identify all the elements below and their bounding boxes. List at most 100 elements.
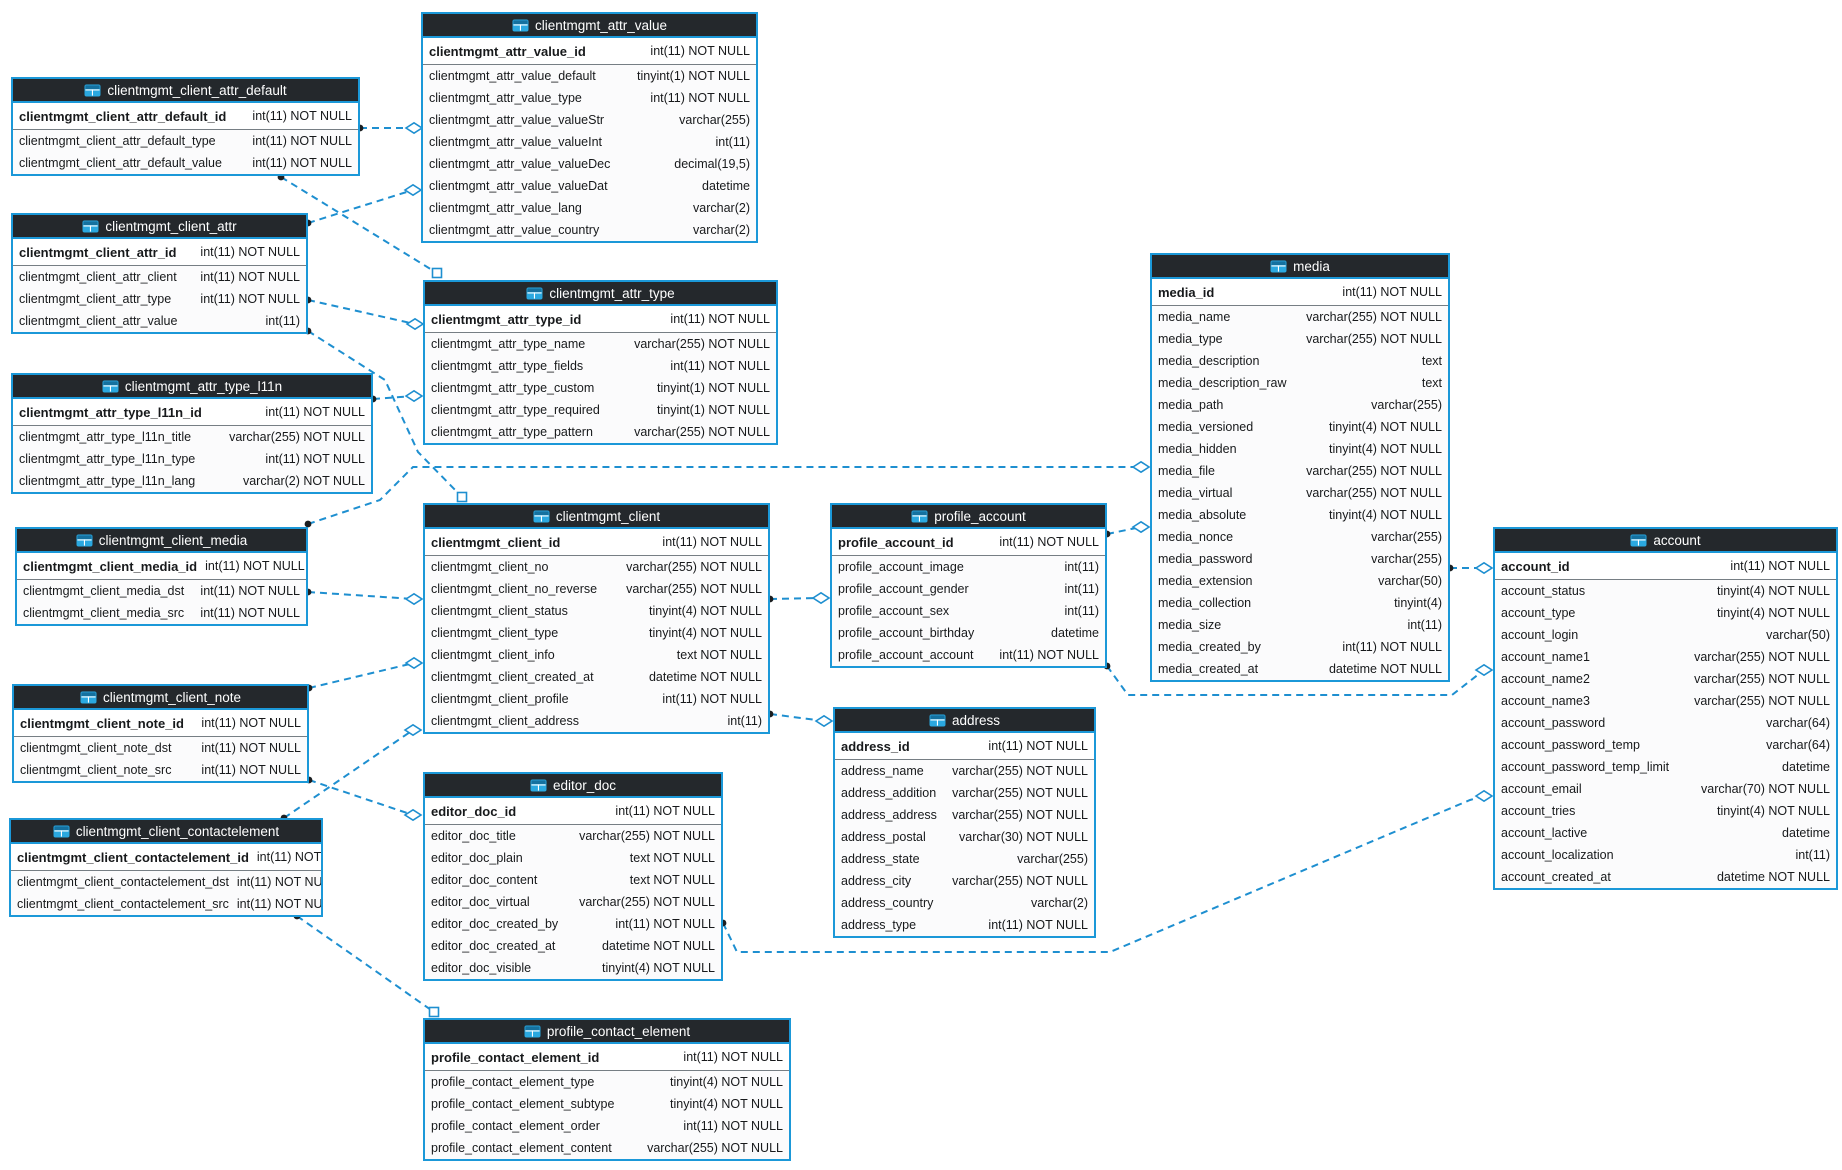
column-name: clientmgmt_attr_type_l11n_title bbox=[19, 430, 192, 444]
table-title: clientmgmt_attr_value bbox=[534, 17, 668, 33]
column-name: clientmgmt_client_status bbox=[431, 604, 568, 618]
column-name: clientmgmt_client_media_id bbox=[23, 558, 198, 574]
table-header[interactable]: clientmgmt_client bbox=[425, 505, 768, 529]
table-header[interactable]: account bbox=[1495, 529, 1836, 553]
relationship-editor_doc-account bbox=[719, 789, 1494, 953]
column-type: int(11) NOT NULL bbox=[1342, 640, 1442, 654]
table-header[interactable]: profile_account bbox=[832, 505, 1105, 529]
table-header[interactable]: clientmgmt_client_note bbox=[14, 686, 307, 710]
table-clientmgmt_attr_type[interactable]: clientmgmt_attr_type clientmgmt_attr_type… bbox=[423, 280, 778, 445]
relationship-media-account bbox=[1446, 561, 1494, 575]
column-type: int(11) NOT NULL bbox=[662, 692, 762, 706]
column-name: account_email bbox=[1501, 782, 1582, 796]
table-header[interactable]: clientmgmt_client_attr bbox=[13, 215, 306, 239]
column-type: tinyint(4) NOT NULL bbox=[670, 1075, 783, 1089]
column-name: clientmgmt_client_contactelement_dst bbox=[17, 875, 229, 889]
column-type: int(11) NOT NULL bbox=[252, 134, 352, 148]
table-header[interactable]: clientmgmt_client_contactelement bbox=[11, 820, 321, 844]
column-name: media_file bbox=[1158, 464, 1215, 478]
column-type: varchar(255) NOT NULL bbox=[229, 430, 365, 444]
table-header[interactable]: profile_contact_element bbox=[425, 1020, 789, 1044]
relationship-diamond-marker bbox=[814, 714, 834, 728]
column-type: tinyint(4) NOT NULL bbox=[1717, 584, 1830, 598]
table-clientmgmt_client_contactelement[interactable]: clientmgmt_client_contactelement clientmg… bbox=[9, 818, 323, 917]
column-name: clientmgmt_client_media_dst bbox=[23, 584, 185, 598]
table-columns: clientmgmt_attr_type_name varchar(255) NO… bbox=[425, 333, 776, 443]
column-name: editor_doc_created_at bbox=[431, 939, 556, 953]
table-header[interactable]: clientmgmt_attr_value bbox=[423, 14, 756, 38]
column-name: media_created_by bbox=[1158, 640, 1261, 654]
table-profile_contact_element[interactable]: profile_contact_element profile_contact_e… bbox=[423, 1018, 791, 1161]
table-header[interactable]: editor_doc bbox=[425, 774, 721, 798]
column-name: clientmgmt_client_attr_default_type bbox=[19, 134, 216, 148]
column-name: clientmgmt_client_note_src bbox=[20, 763, 172, 777]
column-type: varchar(70) NOT NULL bbox=[1701, 782, 1830, 796]
relationship-clientmgmt_client_attr_default-clientmgmt_attr_value bbox=[356, 121, 424, 135]
table-title: clientmgmt_client_attr_default bbox=[107, 82, 287, 98]
column-type: int(11) NOT NULL bbox=[252, 156, 352, 170]
relationship-clientmgmt_client_contactelement-profile_contact_element bbox=[293, 912, 440, 1018]
column-type: int(11) NOT NULL bbox=[201, 716, 301, 730]
column-type: varchar(255) NOT NULL bbox=[634, 425, 770, 439]
table-title: clientmgmt_client_contactelement bbox=[75, 823, 280, 839]
table-header[interactable]: media bbox=[1152, 255, 1448, 279]
table-header[interactable]: clientmgmt_attr_type_l11n bbox=[13, 375, 371, 399]
table-clientmgmt_client_attr_default[interactable]: clientmgmt_client_attr_default clientmgmt… bbox=[11, 77, 360, 176]
column-type: varchar(64) bbox=[1766, 738, 1830, 752]
column-type: int(11) NOT NULL bbox=[200, 584, 300, 598]
table-header[interactable]: clientmgmt_attr_type bbox=[425, 282, 776, 306]
column-type: text NOT NULL bbox=[629, 873, 715, 887]
table-header[interactable]: clientmgmt_client_media bbox=[17, 529, 306, 553]
column-type: int(11) NOT NULL bbox=[615, 804, 715, 818]
column-type: varchar(255) NOT NULL bbox=[1306, 332, 1442, 346]
column-name: clientmgmt_attr_value_id bbox=[429, 43, 586, 59]
column-type: varchar(255) NOT NULL bbox=[647, 1141, 783, 1155]
column-type: varchar(255) NOT NULL bbox=[579, 895, 715, 909]
relationship-diamond-marker bbox=[1131, 520, 1151, 534]
table-title: clientmgmt_attr_type_l11n bbox=[124, 378, 283, 394]
column-type: varchar(255) NOT NULL bbox=[579, 829, 715, 843]
column-name: clientmgmt_attr_type_name bbox=[431, 337, 586, 351]
column-type: int(11) bbox=[1064, 560, 1099, 574]
column-name: clientmgmt_attr_value_country bbox=[429, 223, 600, 237]
column-name: clientmgmt_attr_type_pattern bbox=[431, 425, 593, 439]
table-header[interactable]: address bbox=[835, 709, 1094, 733]
table-grid-icon bbox=[929, 714, 946, 727]
table-clientmgmt_attr_type_l11n[interactable]: clientmgmt_attr_type_l11n clientmgmt_attr… bbox=[11, 373, 373, 494]
column-type: varchar(255) bbox=[1371, 398, 1442, 412]
table-clientmgmt_attr_value[interactable]: clientmgmt_attr_value clientmgmt_attr_val… bbox=[421, 12, 758, 243]
column-name: clientmgmt_client_media_src bbox=[23, 606, 185, 620]
column-name: clientmgmt_attr_value_type bbox=[429, 91, 582, 105]
table-header[interactable]: clientmgmt_client_attr_default bbox=[13, 79, 358, 103]
relationship-clientmgmt_client-profile_account bbox=[766, 591, 831, 605]
table-clientmgmt_client_note[interactable]: clientmgmt_client_note clientmgmt_client_… bbox=[12, 684, 309, 783]
